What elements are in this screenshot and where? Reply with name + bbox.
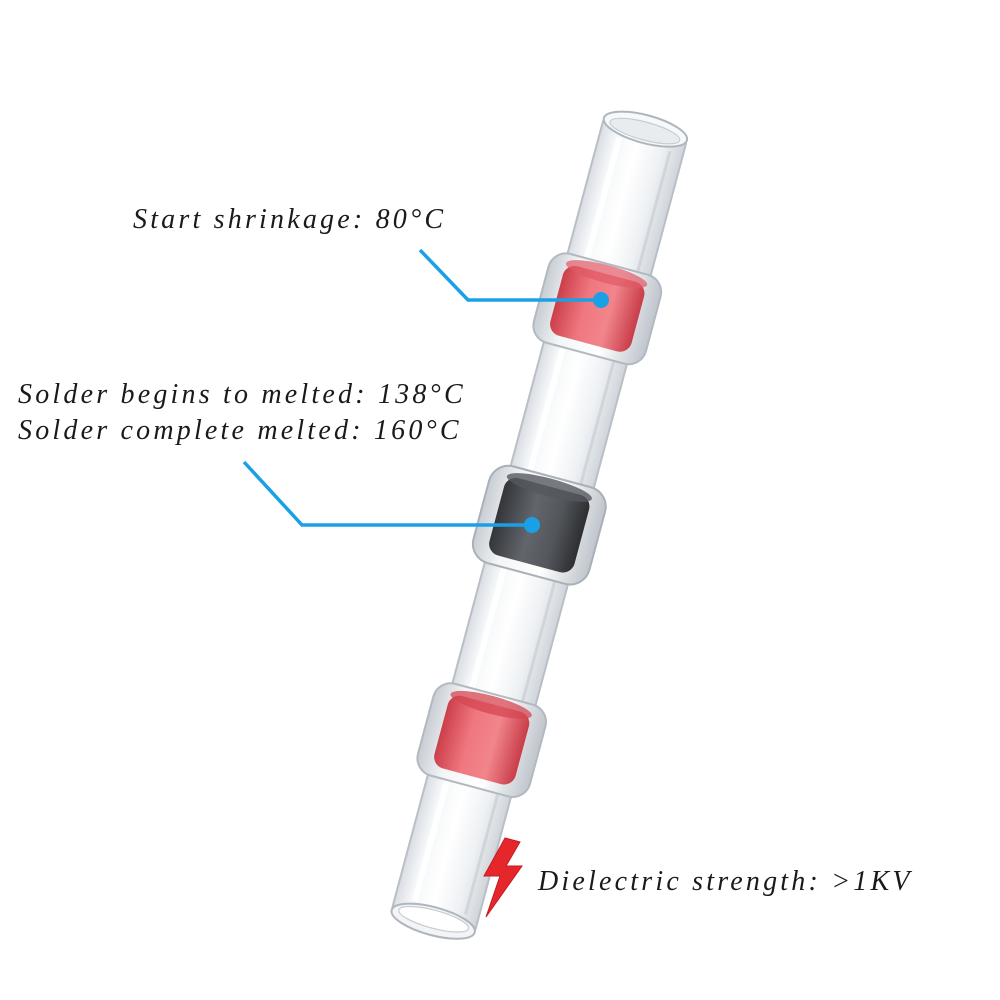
- heat-shrink-tube: [390, 110, 689, 940]
- callout-dot: [593, 292, 609, 308]
- bottom-seal-ring: [416, 682, 547, 798]
- callout-shrinkage: [418, 248, 609, 308]
- solder-complete-melt-label: Solder complete melted: 160°C: [18, 415, 462, 446]
- lightning-bolt-icon: [483, 837, 523, 918]
- dielectric-strength-label: Dielectric strength: >1KV: [538, 866, 913, 897]
- solder-begin-melt-label: Solder begins to melted: 138°C: [18, 379, 466, 410]
- callout-dot: [524, 517, 540, 533]
- shrinkage-temperature-label: Start shrinkage: 80°C: [133, 204, 447, 235]
- callout-solder: [242, 460, 540, 533]
- top-seal-ring: [532, 252, 663, 366]
